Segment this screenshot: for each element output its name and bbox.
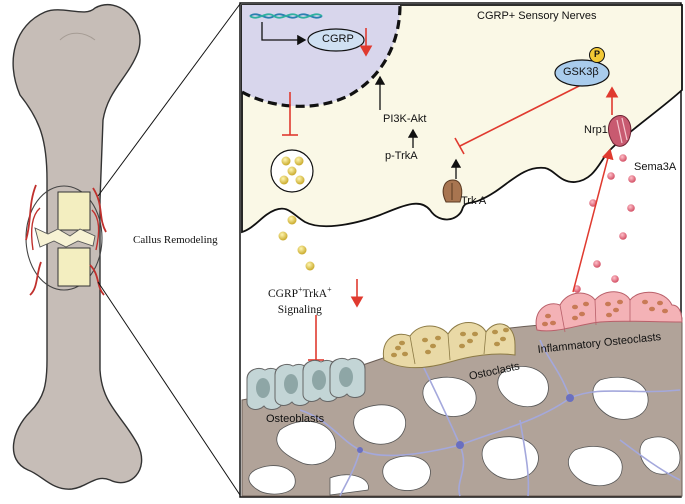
sema3a-label: Sema3A xyxy=(634,161,677,173)
trka-receptor xyxy=(442,179,463,203)
osteoclast-cells xyxy=(382,322,516,369)
bone-tissue xyxy=(241,317,683,497)
zoom-lines xyxy=(97,3,241,496)
nuclear-envelope xyxy=(241,4,402,108)
nrp1-receptor xyxy=(608,115,632,147)
gsk3b-oval xyxy=(554,59,610,87)
inflammatory-osteoclast-cells xyxy=(535,291,683,333)
signaling-sup-b: + xyxy=(327,285,332,294)
diagram-title: CGRP+ Sensory Nerves xyxy=(477,10,597,22)
trka-label: Trk A xyxy=(461,195,487,207)
sema3a-arrow xyxy=(572,148,614,293)
nrp1-label: Nrp1 xyxy=(584,124,608,136)
gsk3b-label: GSK3β xyxy=(563,66,599,78)
released-granules xyxy=(278,215,315,271)
signaling-cgrp: CGRP xyxy=(268,287,299,300)
nucleus xyxy=(242,5,400,107)
signaling-word: Signaling xyxy=(277,303,322,316)
transcription-arrow xyxy=(261,22,307,46)
signaling-trka: TrkA xyxy=(302,287,328,300)
osteoblasts-label: Osteoblasts xyxy=(266,413,325,425)
p-trka-label: p-TrkA xyxy=(385,150,418,162)
phospho-circle xyxy=(589,47,605,63)
dna-helix xyxy=(249,13,323,19)
cgrp-oval xyxy=(307,28,365,52)
cgrp-gene-label: CGRP xyxy=(322,33,354,45)
cgrp-vesicle xyxy=(270,149,314,193)
vessel-junctions xyxy=(357,394,574,453)
femur-bone xyxy=(12,4,143,490)
gsk-inhibit xyxy=(454,82,586,155)
cgrp-inhibit xyxy=(282,92,298,136)
callus-remodeling-label: Callus Remodeling xyxy=(133,234,218,246)
osteoblast-cells xyxy=(246,357,366,410)
fracture-callus xyxy=(25,184,107,296)
cgrp-trka-signaling-label: CGRP+TrkA+ Signaling xyxy=(268,282,332,318)
phospho-label: P xyxy=(594,49,601,59)
signaling-sup-a: + xyxy=(298,285,303,294)
sema3a-dots xyxy=(573,154,636,293)
pi3k-akt-label: PI3K-Akt xyxy=(383,113,427,125)
